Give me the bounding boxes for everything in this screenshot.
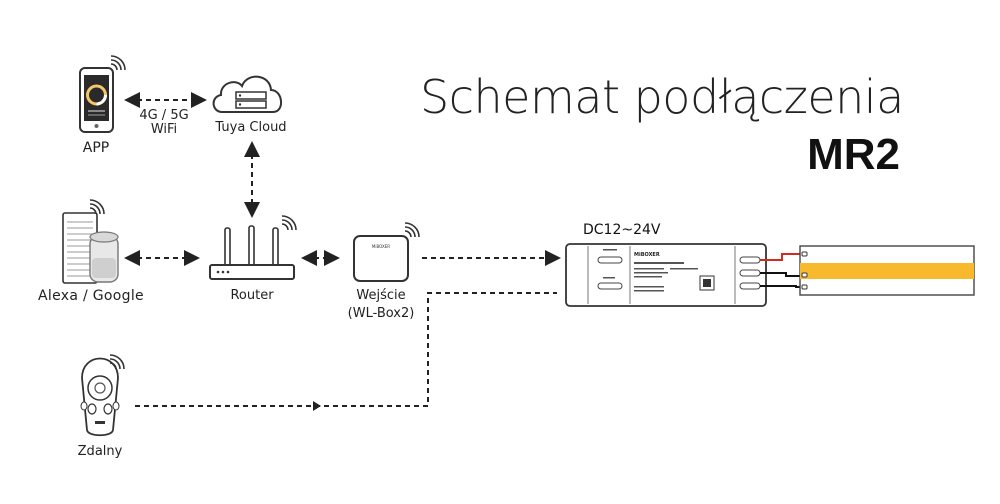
label-remote: Zdalny bbox=[77, 444, 123, 459]
wifi-signal-icon bbox=[89, 199, 105, 215]
label-voltage: DC12~24V bbox=[583, 222, 661, 238]
remote-line-arrowhead bbox=[313, 401, 321, 411]
wifi-signal-icon bbox=[109, 354, 125, 370]
cob-led-strip bbox=[799, 245, 975, 296]
svg-text:MiBOXER: MiBOXER bbox=[372, 244, 390, 249]
model-title: MR2 bbox=[807, 130, 900, 179]
controller-brand: MiBOXER bbox=[634, 252, 660, 258]
smart-speaker-icon bbox=[62, 212, 119, 284]
label-alexa-google: Alexa / Google bbox=[38, 288, 144, 304]
wifi-signal-icon bbox=[404, 222, 420, 238]
wifi-signal-icon bbox=[281, 215, 297, 231]
link-remote-controller bbox=[135, 292, 557, 407]
phone-icon bbox=[79, 67, 114, 133]
label-router: Router bbox=[230, 288, 274, 303]
wire-positive bbox=[760, 253, 804, 261]
label-tuya-cloud: Tuya Cloud bbox=[215, 120, 287, 135]
label-app: APP bbox=[82, 140, 110, 156]
wire-negative-2 bbox=[760, 285, 804, 288]
diagram-title: Schemat podłączenia bbox=[420, 70, 904, 124]
label-wifi: WiFi bbox=[150, 122, 178, 137]
remote-control-icon bbox=[80, 357, 120, 437]
label-gateway: Wejście bbox=[356, 288, 406, 303]
cloud-icon bbox=[212, 75, 282, 113]
wifi-signal-icon bbox=[110, 55, 126, 71]
router-icon bbox=[209, 225, 295, 280]
gateway-icon: MiBOXER bbox=[353, 235, 409, 282]
led-controller-device: MiBOXER bbox=[565, 243, 767, 307]
label-network: 4G / 5G bbox=[139, 108, 189, 123]
wire-negative-1 bbox=[760, 272, 804, 277]
label-gateway-model: (WL-Box2) bbox=[347, 306, 415, 321]
